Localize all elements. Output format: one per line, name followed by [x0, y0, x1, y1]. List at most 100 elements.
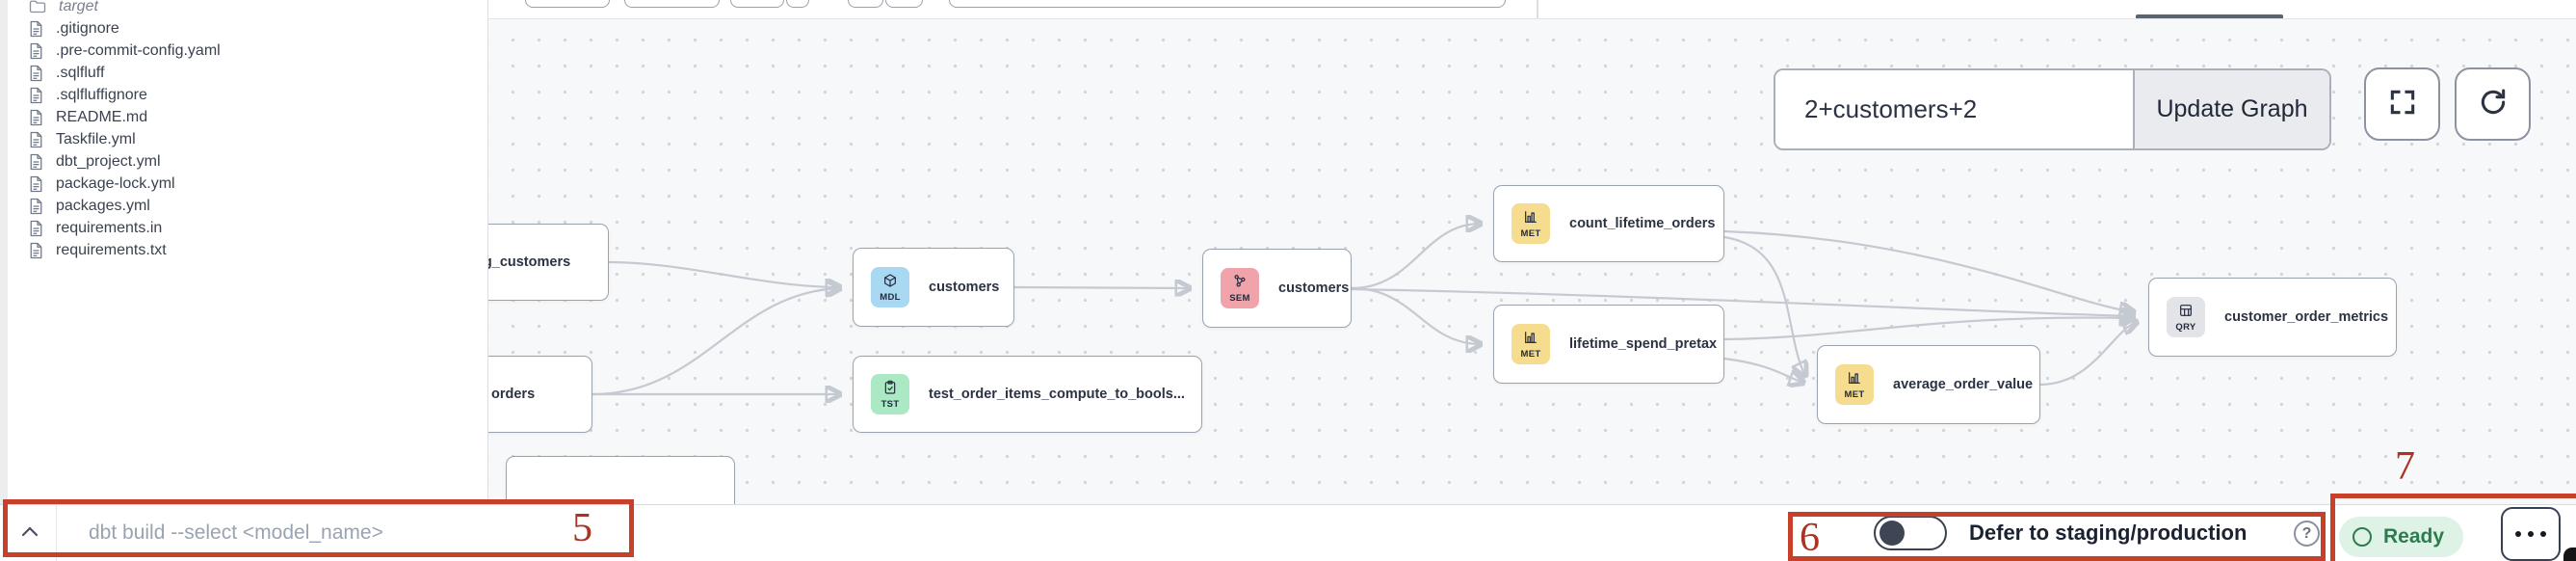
lineage-node-average_order_value[interactable]: MET average_order_value	[1817, 345, 2040, 424]
corner-artifact	[2563, 548, 2576, 561]
node-badge-label: MET	[1844, 388, 1865, 400]
file-name: .sqlfluff	[56, 64, 105, 81]
graph-selector-group: Update Graph	[1774, 68, 2331, 150]
file-explorer-panel: target .gitignore .pre-commit-config.yaml.…	[0, 0, 488, 504]
status-circle-icon	[2353, 527, 2372, 547]
file-item--gitignore[interactable]: .gitignore	[0, 17, 487, 40]
node-badge-label: MDL	[880, 291, 901, 303]
lineage-edge-customers_sem-to-customer_order_metrics	[1351, 287, 2134, 316]
node-badge-label: MET	[1520, 227, 1541, 239]
lineage-node-orders[interactable]: MDLorders	[488, 356, 592, 433]
lineage-selector-input[interactable]	[1775, 70, 2133, 148]
node-badge-mdl: MDL	[871, 267, 909, 307]
node-badge-qry: QRY	[2167, 297, 2205, 337]
lineage-edge-lifetime_spend_pretax-to-average_order_value	[1723, 357, 1803, 383]
file-item-readme-md[interactable]: README.md	[0, 106, 487, 128]
file-name: dbt_project.yml	[56, 152, 161, 170]
top-tab-strip	[488, 0, 2576, 19]
lineage-node-count_lifetime_orders[interactable]: MET count_lifetime_orders	[1493, 185, 1724, 262]
help-circle-icon[interactable]: ?	[2294, 521, 2320, 547]
file-item-package-lock-yml[interactable]: package-lock.yml	[0, 173, 487, 195]
tab-fragment[interactable]	[525, 0, 610, 8]
file-icon	[29, 153, 43, 171]
overflow-menu-button[interactable]	[2501, 507, 2561, 561]
status-badge[interactable]: Ready	[2339, 517, 2464, 557]
node-label: test_order_items_compute_to_bools...	[929, 387, 1185, 402]
lineage-node-partial_box[interactable]	[506, 456, 735, 504]
lineage-node-lifetime_spend_pretax[interactable]: MET lifetime_spend_pretax	[1493, 305, 1724, 384]
file-name: .sqlfluffignore	[56, 86, 147, 103]
lineage-node-customers_mdl[interactable]: MDL customers	[853, 248, 1014, 327]
node-label: count_lifetime_orders	[1569, 216, 1716, 231]
chevron-up-icon	[18, 522, 41, 547]
lineage-edge-orders-to-customers_mdl	[591, 288, 840, 396]
bar-divider	[56, 505, 57, 561]
file-icon	[29, 175, 43, 193]
tab-fragment[interactable]	[848, 0, 883, 8]
file-item--pre-commit-config-yaml[interactable]: .pre-commit-config.yaml	[0, 40, 487, 62]
update-graph-button[interactable]: Update Graph	[2133, 70, 2329, 148]
file-icon	[29, 109, 43, 126]
tab-fragment[interactable]	[786, 0, 809, 8]
node-label: lifetime_spend_pretax	[1569, 336, 1718, 352]
node-label: customer_order_metrics	[2224, 309, 2389, 325]
file-icon	[29, 65, 43, 82]
file-name: .gitignore	[56, 19, 119, 37]
file-name: packages.yml	[56, 197, 150, 214]
lineage-node-stg_customers[interactable]: MDLstg_customers	[488, 224, 609, 301]
node-badge-label: MET	[1520, 348, 1541, 360]
file-item--sqlfluffignore[interactable]: .sqlfluffignore	[0, 84, 487, 106]
folder-item-target[interactable]: target	[0, 0, 487, 17]
file-item-dbt-project-yml[interactable]: dbt_project.yml	[0, 150, 487, 173]
fullscreen-button[interactable]	[2364, 67, 2440, 141]
bar-chart-icon	[1523, 209, 1538, 227]
fullscreen-icon	[2387, 87, 2418, 122]
bottom-command-bar: Defer to staging/production ? Ready	[0, 504, 2576, 561]
node-badge-label: SEM	[1229, 292, 1250, 304]
node-label: orders	[491, 387, 536, 402]
defer-toggle[interactable]	[1874, 516, 1947, 550]
collapse-panel-button[interactable]	[15, 521, 44, 547]
file-name: README.md	[56, 108, 148, 125]
node-badge-met: MET	[1511, 324, 1550, 364]
tab-fragment[interactable]	[885, 0, 923, 8]
semantic-graph-icon	[1232, 274, 1248, 292]
file-icon	[29, 131, 43, 148]
tab-fragment[interactable]	[730, 0, 784, 8]
file-name: package-lock.yml	[56, 174, 175, 192]
node-badge-met: MET	[1511, 203, 1550, 244]
tab-fragment[interactable]	[949, 0, 1506, 8]
command-input[interactable]	[89, 513, 614, 553]
file-name: Taskfile.yml	[56, 130, 136, 147]
lineage-node-customer_order_metrics[interactable]: QRY customer_order_metrics	[2148, 278, 2397, 357]
tab-indicator-bar	[2136, 14, 2283, 18]
lineage-edge-customers_sem-to-count_lifetime_orders	[1351, 224, 1481, 290]
lineage-edge-lifetime_spend_pretax-to-customer_order_metrics	[1723, 318, 2134, 341]
file-name: target	[59, 0, 98, 14]
query-table-icon	[2178, 303, 2194, 321]
bar-chart-icon	[1523, 330, 1538, 348]
node-label: average_order_value	[1893, 377, 2034, 392]
clipboard-check-icon	[882, 380, 898, 398]
tab-fragment[interactable]	[624, 0, 720, 8]
lineage-edges	[591, 19, 2576, 504]
file-icon	[29, 87, 43, 104]
node-badge-sem: SEM	[1221, 268, 1259, 308]
lineage-edge-customers_mdl-to-customers_sem	[1013, 287, 1190, 288]
file-item-packages-yml[interactable]: packages.yml	[0, 195, 487, 217]
folder-icon	[29, 0, 46, 13]
file-item-requirements-in[interactable]: requirements.in	[0, 217, 487, 239]
file-item-taskfile-yml[interactable]: Taskfile.yml	[0, 128, 487, 150]
file-name: requirements.in	[56, 219, 163, 236]
file-icon	[29, 20, 43, 38]
file-name: requirements.txt	[56, 241, 167, 258]
refresh-button[interactable]	[2455, 67, 2531, 141]
node-label: customers	[929, 280, 1000, 295]
file-item-requirements-txt[interactable]: requirements.txt	[0, 239, 487, 261]
file-item--sqlfluff[interactable]: .sqlfluff	[0, 62, 487, 84]
lineage-edge-count_lifetime_orders-to-average_order_value	[1723, 235, 1805, 376]
lineage-edge-stg_customers-to-customers_mdl	[608, 260, 840, 287]
